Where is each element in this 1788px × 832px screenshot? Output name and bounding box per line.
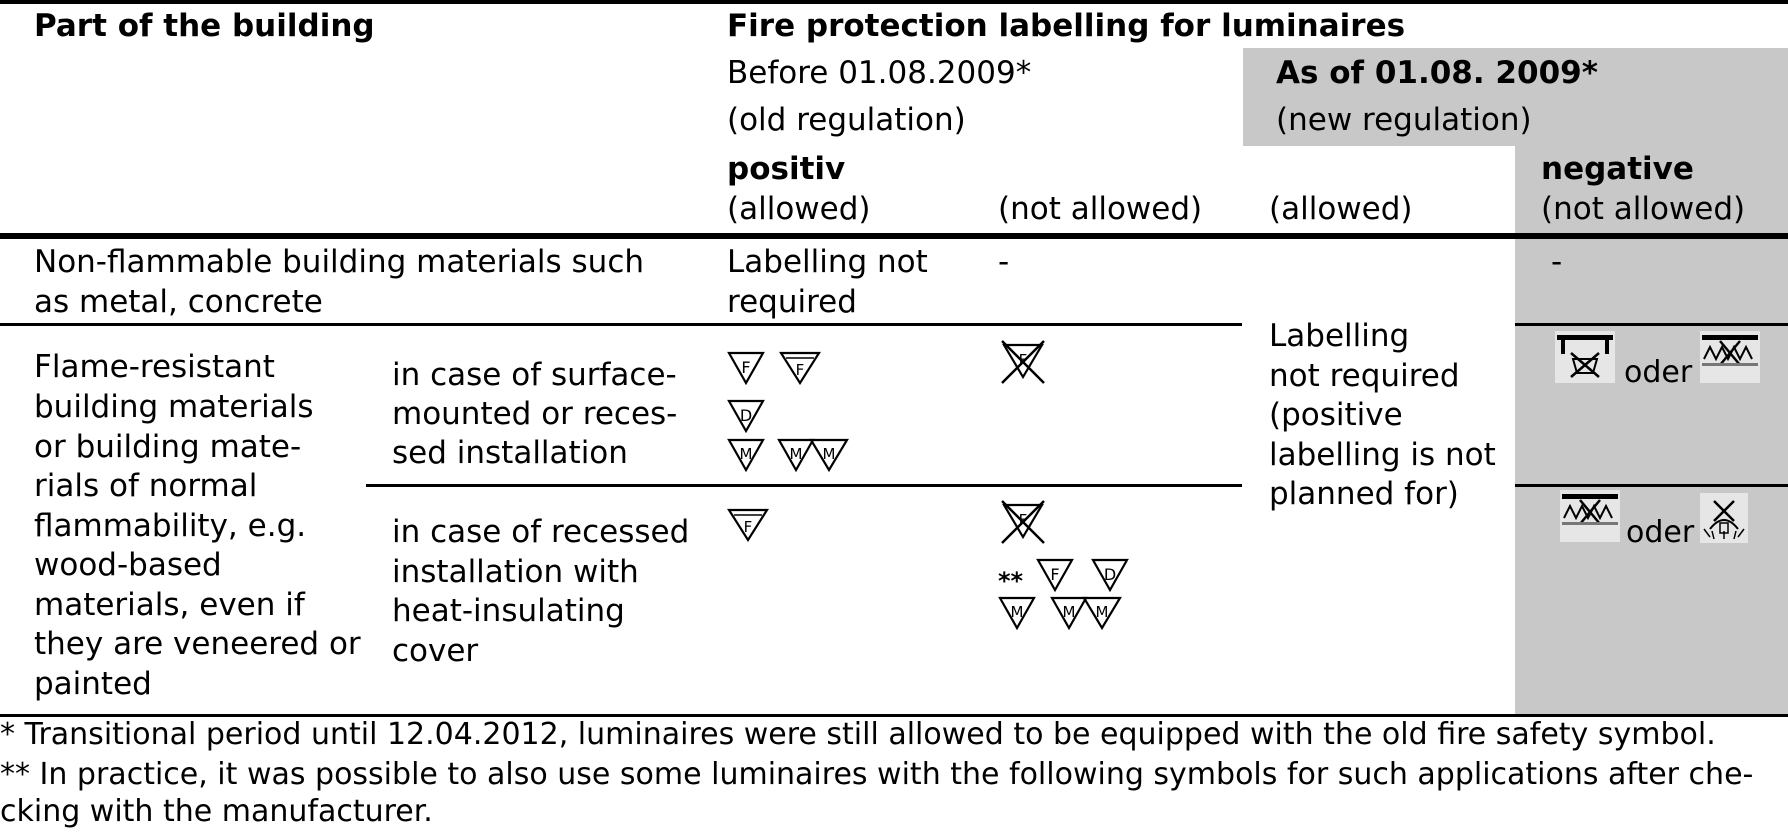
- svg-text:M: M: [1096, 603, 1109, 621]
- lamp-heat-forbidden-icon: [1700, 493, 1748, 543]
- header-positiv: positiv: [727, 151, 846, 187]
- f-triangle-icon-3: F: [1036, 558, 1074, 592]
- row-rule-2b: [1515, 484, 1788, 487]
- svg-text:F: F: [1019, 511, 1028, 529]
- recessed-case-line1: in case of recessed: [392, 514, 690, 550]
- row1-part-line2: as metal, concrete: [34, 284, 323, 320]
- recessed-case-line2: installation with: [392, 554, 639, 590]
- f-triangle-icon: F: [727, 351, 765, 385]
- row1-old-allowed-line1: Labelling not: [727, 244, 928, 280]
- new-allowed-line4: labelling is not: [1269, 437, 1496, 473]
- row2-part-line9: painted: [34, 666, 152, 702]
- header-not-allowed-new: (not allowed): [1541, 191, 1746, 227]
- m-triangle-icon: M: [727, 438, 765, 472]
- new-allowed-line5: planned for): [1269, 476, 1459, 512]
- oder-label-1: oder: [1624, 355, 1693, 390]
- new-regulation-header-shade: [1243, 48, 1788, 146]
- svg-text:F: F: [744, 518, 753, 536]
- row1-new-negative: -: [1551, 244, 1563, 280]
- row-rule-2a: [366, 484, 1242, 487]
- footnote-1: * Transitional period until 12.04.2012, …: [0, 717, 1716, 752]
- oder-label-2: oder: [1626, 515, 1695, 550]
- lamp-on-surface-forbidden-icon: [1555, 331, 1615, 383]
- row2-part-line2: building materials: [34, 389, 314, 425]
- crossed-f-triangle-icon-2: F: [998, 497, 1050, 547]
- ff-double-triangle-icon: F: [779, 351, 821, 385]
- svg-text:M: M: [790, 445, 803, 463]
- svg-text:F: F: [741, 358, 750, 377]
- header-allowed-old: (allowed): [727, 191, 871, 227]
- double-star-marker: **: [998, 567, 1024, 595]
- svg-text:F: F: [1050, 565, 1059, 584]
- header-fire-protection: Fire protection labelling for luminaires: [727, 8, 1406, 44]
- header-negative: negative: [1541, 151, 1694, 187]
- bottom-rule: [0, 714, 1788, 717]
- svg-text:F: F: [796, 361, 805, 379]
- surface-case-line1: in case of surface-: [392, 357, 677, 393]
- svg-text:M: M: [740, 445, 753, 463]
- crossed-f-triangle-icon: F: [998, 337, 1050, 387]
- header-before-date: Before 01.08.2009*: [727, 55, 1032, 91]
- row2-part-line1: Flame-resistant: [34, 349, 275, 385]
- svg-text:M: M: [1011, 603, 1024, 621]
- d-triangle-icon-2: D: [1091, 558, 1129, 592]
- header-not-allowed-old: (not allowed): [998, 191, 1203, 227]
- row1-old-not-allowed: -: [998, 244, 1010, 280]
- negative-column-shade: [1515, 146, 1788, 716]
- top-rule: [0, 0, 1788, 4]
- lamp-in-insulation-forbidden-icon: [1700, 331, 1760, 383]
- row1-part-line1: Non-flammable building materials such: [34, 244, 645, 280]
- new-allowed-line2: not required: [1269, 358, 1460, 394]
- new-allowed-line3: (positive: [1269, 397, 1403, 433]
- header-allowed-new: (allowed): [1269, 191, 1413, 227]
- header-as-of-date: As of 01.08. 2009*: [1276, 55, 1598, 91]
- svg-text:M: M: [823, 445, 836, 463]
- surface-case-line3: sed installation: [392, 435, 628, 471]
- footnote-2-line1: ** In practice, it was possible to also …: [0, 757, 1754, 792]
- row2-part-line6: wood-based: [34, 547, 222, 583]
- recessed-case-line3: heat-insulating: [392, 593, 625, 629]
- row2-part-line8: they are veneered or: [34, 626, 361, 662]
- m-triangle-icon-2: M: [998, 596, 1036, 630]
- header-old-regulation: (old regulation): [727, 102, 966, 138]
- footnote-2-line2: cking with the manufacturer.: [0, 794, 433, 829]
- row2-part-line3: or building mate-: [34, 429, 302, 465]
- header-part-of-building: Part of the building: [34, 8, 375, 44]
- new-allowed-line1: Labelling: [1269, 318, 1410, 354]
- svg-text:M: M: [1063, 603, 1076, 621]
- row-rule-1b: [1515, 323, 1788, 326]
- svg-text:D: D: [1104, 565, 1116, 584]
- surface-case-line2: mounted or reces-: [392, 396, 678, 432]
- row2-part-line4: rials of normal: [34, 468, 258, 504]
- svg-text:D: D: [740, 406, 752, 425]
- row1-old-allowed-line2: required: [727, 284, 857, 320]
- header-rule: [0, 233, 1788, 239]
- recessed-case-line4: cover: [392, 633, 479, 669]
- d-triangle-icon: D: [727, 399, 765, 433]
- svg-text:F: F: [1019, 351, 1028, 369]
- row2-part-line5: flammability, e.g.: [34, 508, 307, 544]
- row-rule-1a: [0, 323, 1242, 326]
- row2-part-line7: materials, even if: [34, 587, 305, 623]
- lamp-in-insulation-forbidden-icon-2: [1560, 490, 1620, 542]
- header-new-regulation: (new regulation): [1276, 102, 1532, 138]
- ff-double-triangle-icon-2: F: [727, 508, 769, 542]
